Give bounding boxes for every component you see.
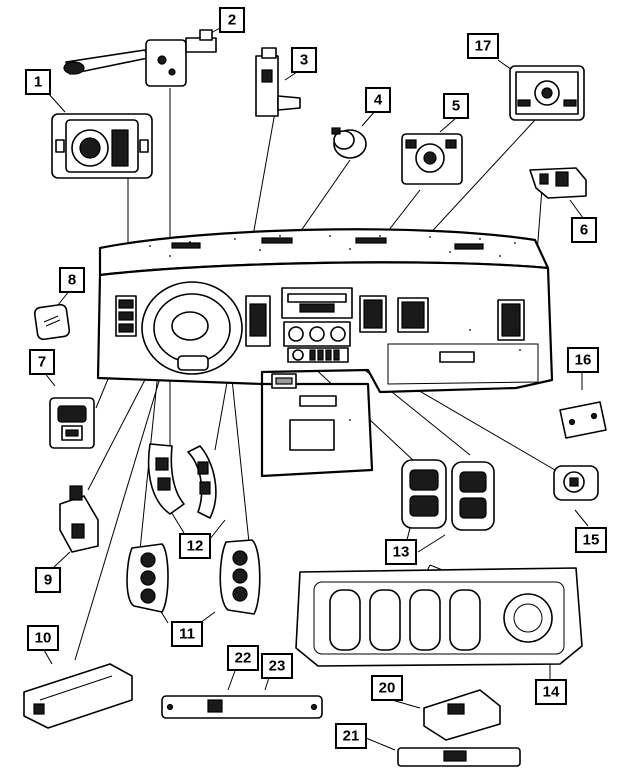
svg-text:3: 3 xyxy=(300,52,308,69)
part-20-switch xyxy=(423,689,501,741)
svg-text:11: 11 xyxy=(179,626,195,643)
part-10-switch-bezel xyxy=(23,663,133,729)
callout-5: 5 xyxy=(443,93,469,119)
part-13-switch-pods xyxy=(401,459,495,531)
instrument-panel xyxy=(96,228,554,478)
part-14-center-bezel xyxy=(295,567,583,667)
part-17-control-module xyxy=(509,65,585,121)
callout-6: 6 xyxy=(571,217,597,243)
part-2-multifunction-switch xyxy=(63,29,217,87)
svg-text:17: 17 xyxy=(475,38,492,55)
part-5-hvac-control xyxy=(401,133,463,185)
svg-text:7: 7 xyxy=(38,354,46,371)
svg-text:2: 2 xyxy=(228,12,236,29)
callout-13: 13 xyxy=(385,539,417,565)
callout-16: 16 xyxy=(567,347,599,373)
svg-text:22: 22 xyxy=(235,650,252,667)
part-6-switch xyxy=(529,167,587,199)
part-22-23-switch-plate xyxy=(161,695,323,719)
part-15-ignition-lock xyxy=(553,465,599,501)
part-9-door-switch xyxy=(59,485,99,553)
callout-9: 9 xyxy=(35,567,61,593)
callout-8: 8 xyxy=(59,267,85,293)
callout-1: 1 xyxy=(25,69,51,95)
callout-14: 14 xyxy=(535,679,567,705)
callout-2: 2 xyxy=(219,7,245,33)
callout-11: 11 xyxy=(171,621,203,647)
svg-text:10: 10 xyxy=(35,630,52,647)
part-12-steering-switches xyxy=(147,443,217,519)
callout-15: 15 xyxy=(575,527,607,553)
callout-17: 17 xyxy=(467,33,499,59)
callout-22: 22 xyxy=(227,645,259,671)
callout-21: 21 xyxy=(335,723,367,749)
part-11-bezels xyxy=(126,539,261,615)
svg-text:21: 21 xyxy=(343,728,360,745)
part-3-ignition-switch xyxy=(255,47,301,117)
svg-text:9: 9 xyxy=(44,572,52,589)
svg-text:15: 15 xyxy=(583,532,600,549)
part-21-switch-plate xyxy=(397,747,521,767)
part-1-headlamp-switch xyxy=(51,113,153,179)
svg-text:5: 5 xyxy=(452,98,460,115)
svg-text:8: 8 xyxy=(68,272,76,289)
part-16-bracket xyxy=(559,401,607,439)
svg-text:16: 16 xyxy=(575,352,592,369)
callout-10: 10 xyxy=(27,625,59,651)
svg-text:20: 20 xyxy=(379,680,396,697)
callout-12: 12 xyxy=(179,533,211,559)
part-8-switch xyxy=(33,303,71,341)
callout-3: 3 xyxy=(291,47,317,73)
svg-text:4: 4 xyxy=(374,92,383,109)
svg-text:6: 6 xyxy=(580,222,588,239)
part-7-window-switch xyxy=(49,397,95,449)
callout-7: 7 xyxy=(29,349,55,375)
svg-text:13: 13 xyxy=(393,544,410,561)
svg-text:1: 1 xyxy=(34,74,42,91)
callout-4: 4 xyxy=(365,87,391,113)
svg-text:23: 23 xyxy=(269,658,286,675)
svg-text:12: 12 xyxy=(187,538,204,555)
callout-23: 23 xyxy=(261,653,293,679)
part-4-knob xyxy=(331,127,367,159)
svg-text:14: 14 xyxy=(543,684,560,701)
callout-20: 20 xyxy=(371,675,403,701)
